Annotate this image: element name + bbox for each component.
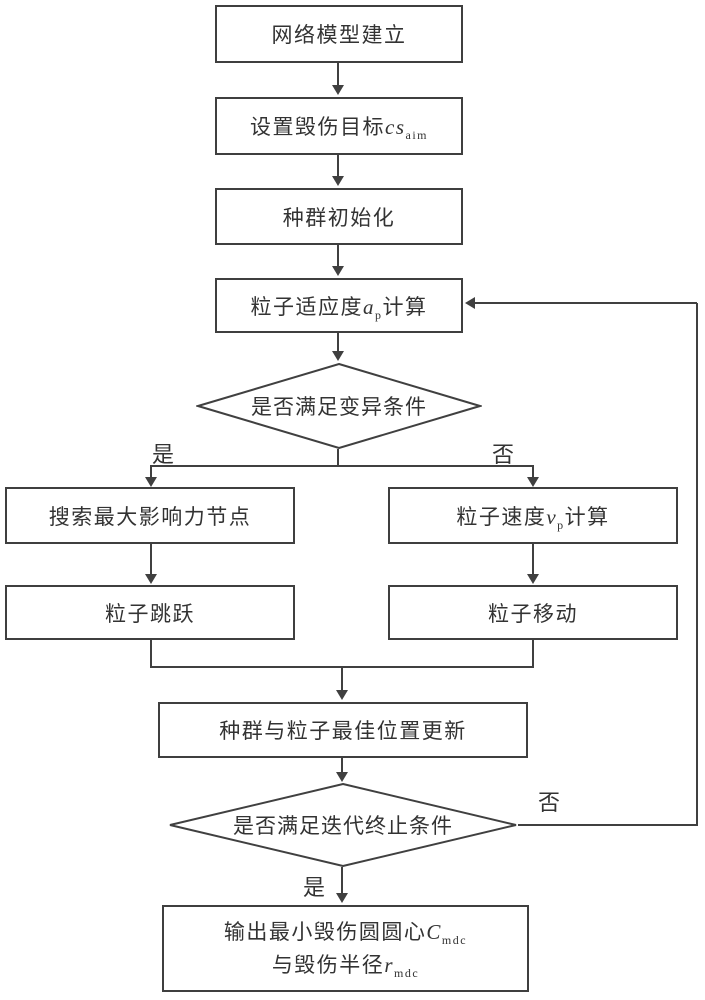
- branch-label-termination-yes: 是: [303, 875, 326, 900]
- flow-line: [341, 758, 343, 774]
- node-particle-move: 粒子移动: [388, 585, 678, 640]
- node-particle-fitness-label: 粒子适应度ap计算: [250, 294, 428, 322]
- decision-termination-condition-label: 是否满足迭代终止条件: [233, 814, 453, 838]
- diamond-shape: [196, 363, 482, 449]
- arrowhead-down-icon: [527, 477, 539, 487]
- feedback-loop-line: [475, 302, 697, 304]
- node-search-max-influence: 搜索最大影响力节点: [5, 487, 295, 544]
- feedback-loop-line: [696, 303, 698, 826]
- branch-label-mutation-no: 否: [492, 442, 515, 467]
- node-particle-jump-label: 粒子跳跃: [105, 601, 195, 626]
- arrowhead-down-icon: [336, 893, 348, 903]
- node-output-line2: 与毁伤半径rmdc: [271, 952, 420, 980]
- node-population-init: 种群初始化: [215, 188, 463, 245]
- flow-line: [150, 544, 152, 575]
- arrowhead-down-icon: [336, 690, 348, 700]
- node-search-max-influence-label: 搜索最大影响力节点: [48, 504, 252, 529]
- node-best-position-update: 种群与粒子最佳位置更新: [158, 702, 528, 758]
- flow-line: [150, 465, 534, 467]
- arrowhead-down-icon: [332, 176, 344, 186]
- branch-label-termination-no: 否: [538, 790, 561, 815]
- node-output-line1: 输出最小毁伤圆圆心Cmdc: [223, 919, 468, 948]
- node-set-damage-target: 设置毁伤目标csaim: [215, 97, 463, 155]
- arrowhead-down-icon: [332, 85, 344, 95]
- flow-line: [337, 449, 339, 467]
- node-particle-fitness: 粒子适应度ap计算: [215, 278, 463, 333]
- arrowhead-down-icon: [332, 351, 344, 361]
- flow-line: [337, 333, 339, 352]
- arrowhead-down-icon: [145, 574, 157, 584]
- flow-line: [150, 640, 152, 668]
- flow-line: [341, 867, 343, 894]
- flow-line: [532, 544, 534, 575]
- flow-line: [341, 668, 343, 691]
- node-network-model: 网络模型建立: [215, 5, 463, 63]
- flow-line: [337, 155, 339, 177]
- decision-mutation-condition-label: 是否满足变异条件: [251, 395, 427, 419]
- flow-line: [532, 640, 534, 668]
- diamond-shape: [169, 783, 517, 867]
- node-population-init-label: 种群初始化: [282, 205, 396, 230]
- arrowhead-down-icon: [336, 772, 348, 782]
- flow-line: [150, 666, 534, 668]
- node-output-result: 输出最小毁伤圆圆心Cmdc 与毁伤半径rmdc: [162, 905, 529, 992]
- arrowhead-down-icon: [527, 574, 539, 584]
- branch-label-mutation-yes: 是: [152, 442, 175, 467]
- node-particle-velocity-label: 粒子速度vp计算: [456, 504, 610, 532]
- node-particle-move-label: 粒子移动: [488, 601, 578, 626]
- flow-line: [337, 245, 339, 267]
- node-network-model-label: 网络模型建立: [271, 23, 407, 47]
- node-set-damage-target-label: 设置毁伤目标csaim: [250, 115, 428, 143]
- feedback-loop-line: [518, 824, 698, 826]
- decision-mutation-condition: 是否满足变异条件: [196, 363, 482, 449]
- node-particle-velocity: 粒子速度vp计算: [388, 487, 678, 544]
- decision-termination-condition: 是否满足迭代终止条件: [168, 783, 518, 867]
- flow-line: [150, 466, 152, 478]
- flow-line: [337, 63, 339, 86]
- flow-line: [532, 466, 534, 478]
- arrowhead-down-icon: [145, 477, 157, 487]
- node-best-position-update-label: 种群与粒子最佳位置更新: [219, 719, 467, 743]
- node-particle-jump: 粒子跳跃: [5, 585, 295, 640]
- arrowhead-down-icon: [332, 266, 344, 276]
- arrowhead-left-icon: [465, 297, 475, 309]
